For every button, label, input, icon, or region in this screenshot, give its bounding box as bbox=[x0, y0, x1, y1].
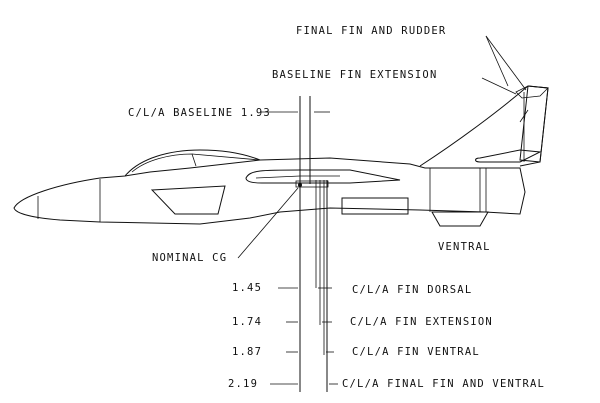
aft-hatch bbox=[341, 197, 409, 215]
dim-value: 1.45 bbox=[232, 282, 262, 294]
baseline-fin-ext-label: BASELINE FIN EXTENSION bbox=[272, 69, 437, 81]
wing bbox=[245, 169, 401, 188]
dimension-row: 1.45 C/L/A FIN DORSAL bbox=[232, 282, 472, 296]
datum-lines bbox=[299, 96, 328, 392]
ventral-label: VENTRAL bbox=[438, 241, 491, 253]
dim-label: C/L/A FIN VENTRAL bbox=[352, 346, 480, 358]
vertical-fin bbox=[419, 85, 549, 167]
dim-label: C/L/A FIN DORSAL bbox=[352, 284, 472, 296]
dim-label: C/L/A FIN EXTENSION bbox=[350, 316, 493, 328]
air-intake bbox=[150, 185, 226, 215]
final-fin-label: FINAL FIN AND RUDDER bbox=[296, 25, 446, 37]
final-fin-leader bbox=[481, 35, 529, 123]
cg-mark bbox=[298, 183, 302, 187]
dimension-row: 1.74 C/L/A FIN EXTENSION bbox=[232, 316, 493, 328]
canopy bbox=[124, 149, 261, 177]
dim-label: C/L/A FINAL FIN AND VENTRAL bbox=[342, 378, 545, 390]
dimension-row: 1.87 C/L/A FIN VENTRAL bbox=[232, 346, 480, 358]
dim-value: 1.74 bbox=[232, 316, 262, 328]
dimension-row: 2.19 C/L/A FINAL FIN AND VENTRAL bbox=[228, 378, 545, 390]
nominal-cg-label: NOMINAL CG bbox=[152, 252, 227, 264]
cla-baseline-label: C/L/A BASELINE 1.93 bbox=[128, 107, 271, 119]
dim-value: 2.19 bbox=[228, 378, 258, 390]
fuselage bbox=[13, 157, 526, 225]
dim-value: 1.87 bbox=[232, 346, 262, 358]
ventral-fin bbox=[431, 211, 489, 227]
cg-leader bbox=[237, 187, 299, 259]
